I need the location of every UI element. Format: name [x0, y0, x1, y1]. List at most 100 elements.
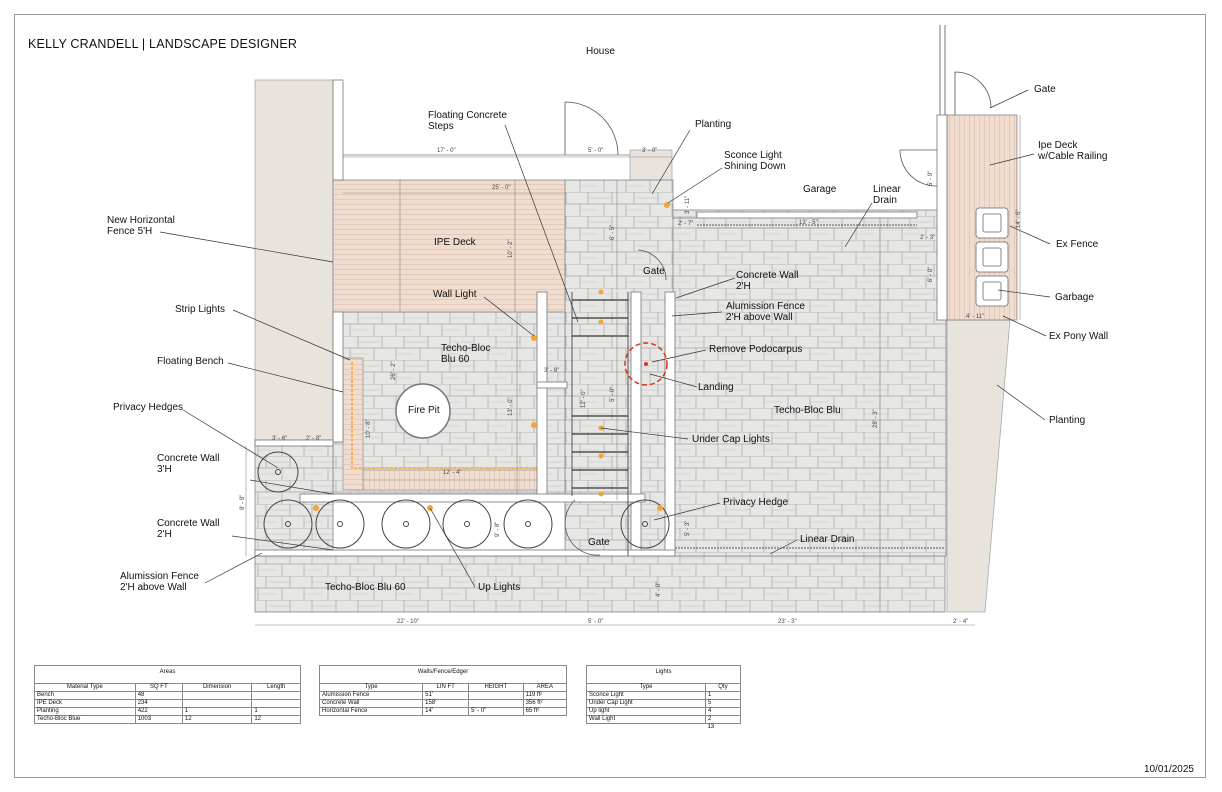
label-strip-lights: Strip Lights	[175, 304, 226, 315]
drawing-date: 10/01/2025	[1143, 764, 1194, 775]
label-ipe-deck: IPE Deck	[434, 237, 476, 248]
dim-3-8: 3' - 8"	[544, 368, 560, 374]
walls-header: HEIGHT	[468, 683, 524, 692]
paver-bottom	[254, 555, 946, 613]
dim-3-6: 3' - 6"	[272, 436, 288, 442]
table-row: 13	[707, 724, 715, 730]
dim-10-8: 10' - 8"	[366, 419, 372, 438]
drawing-sheet-border	[14, 14, 1206, 778]
dim-5-0-bottom: 5' - 0"	[588, 619, 604, 625]
planting-right-strip	[946, 319, 1011, 613]
dim-5-9: 5' - 9"	[928, 170, 934, 186]
wall-stairs-right	[630, 291, 642, 553]
label-under-cap-lights: Under Cap Lights	[692, 434, 770, 445]
dim-12-4: 12' - 4"	[443, 470, 462, 476]
dim-10-2: 10' - 2"	[508, 239, 514, 258]
dim-3-11: 3' - 11"	[685, 195, 691, 214]
walls-header: Type	[318, 683, 424, 692]
dim-13-5: 13' - 5"	[799, 220, 818, 226]
garbage-bins	[975, 207, 1009, 307]
label-remove-podocarpus: Remove Podocarpus	[709, 344, 803, 355]
dim-3-0: 3' - 0"	[642, 148, 658, 154]
wall-garage-top	[696, 211, 918, 219]
wall-mid-divider	[536, 381, 568, 389]
label-techo-bloc-60-bottom: Techo-Bloc Blu 60	[325, 582, 406, 593]
lights-header: Qty	[704, 683, 742, 692]
strip-light-line	[351, 362, 538, 469]
walls-table: Walls/Fence/Edger Type LIN FT HEIGHT ARE…	[318, 665, 568, 716]
privacy-hedges	[257, 451, 670, 549]
dim-2-4: 2' - 4"	[953, 619, 969, 625]
dim-14-6: 14' - 6"	[1016, 209, 1022, 228]
wall-stairs-left	[536, 291, 548, 501]
leader-lines	[159, 89, 1051, 588]
floating-bench	[342, 357, 364, 491]
dim-9-8: 9' - 8"	[495, 521, 501, 537]
paver-right	[671, 209, 947, 557]
areas-header: Dimension	[181, 683, 253, 692]
fire-pit	[395, 383, 451, 439]
label-garbage: Garbage	[1055, 292, 1094, 303]
gate-top-swing	[954, 71, 992, 115]
label-privacy-hedges: Privacy Hedges	[113, 402, 184, 413]
dim-8-8: 8' - 8"	[240, 494, 246, 510]
ipe-deck	[332, 179, 566, 313]
label-techo-bloc-blu: Techo-Bloc Blu	[774, 405, 841, 416]
dim-5-3: 5' - 3"	[685, 520, 691, 536]
areas-header: Material Type	[34, 683, 136, 692]
label-landing: Landing	[698, 382, 734, 393]
floating-steps	[571, 292, 629, 556]
label-privacy-hedge: Privacy Hedge	[723, 497, 789, 508]
wall-house-left	[332, 79, 344, 181]
remove-podocarpus-marker	[624, 342, 668, 386]
dim-4-11: 4' - 11"	[966, 314, 985, 320]
dim-4-0: 4' - 0"	[656, 581, 662, 597]
areas-caption: Areas	[34, 665, 301, 683]
label-ex-pony-wall: Ex Pony Wall	[1049, 331, 1109, 342]
lights-caption: Lights	[586, 665, 741, 683]
dimension-lines	[245, 115, 1021, 626]
label-wall-light: Wall Light	[433, 289, 477, 300]
label-ex-fence: Ex Fence	[1056, 239, 1099, 250]
dim-12-0: 12' - 0"	[581, 389, 587, 408]
label-planting-right: Planting	[1049, 415, 1086, 426]
dim-23-3: 23' - 3"	[778, 619, 797, 625]
dim-13-0: 13' - 0"	[508, 397, 514, 416]
label-up-lights: Up Lights	[478, 582, 521, 593]
dim-28-3: 28' - 3"	[873, 409, 879, 428]
wall-right-pony	[936, 114, 948, 321]
designer-title: KELLY CRANDELL | LANDSCAPE DESIGNER	[28, 37, 298, 51]
house-door-swing	[564, 101, 619, 156]
walls-caption: Walls/Fence/Edger	[319, 665, 567, 683]
wall-hedge-row-top	[299, 493, 646, 503]
gate-mid-swing	[637, 249, 667, 281]
dim-26-2: 26' - 2"	[391, 361, 397, 380]
label-house: House	[586, 46, 615, 57]
walls-header: AREA	[522, 683, 568, 692]
dim-6-0: 6' - 0"	[928, 266, 934, 282]
areas-header: Length	[251, 683, 301, 692]
dim-2-7: 2' - 7"	[678, 221, 694, 227]
label-gate-bottom: Gate	[588, 537, 610, 548]
wall-hedge-top	[254, 439, 334, 447]
